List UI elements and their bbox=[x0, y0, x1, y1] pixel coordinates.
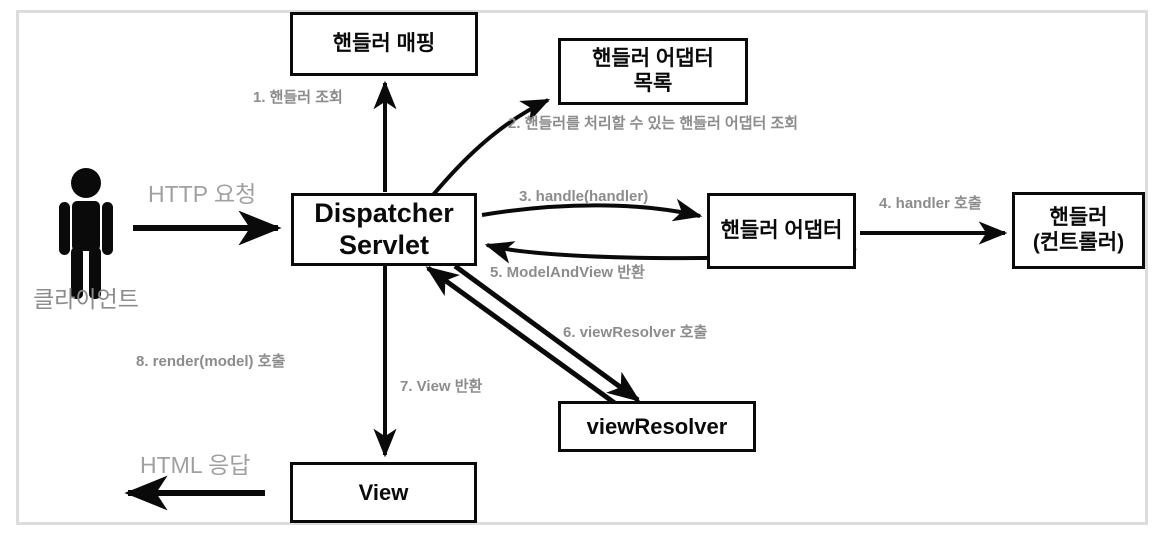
node-view-resolver[interactable]: viewResolver bbox=[558, 401, 756, 452]
node-handler-controller[interactable]: 핸들러 (컨트롤러) bbox=[1012, 192, 1145, 269]
node-dispatcher-servlet[interactable]: Dispatcher Servlet bbox=[291, 193, 477, 266]
label-http-request: HTTP 요청 bbox=[148, 181, 257, 207]
label-step3: 3. handle(handler) bbox=[519, 188, 649, 205]
label-step4: 4. handler 호출 bbox=[879, 195, 982, 212]
client-label: 클라이언트 bbox=[33, 286, 139, 312]
node-handler-mapping[interactable]: 핸들러 매핑 bbox=[290, 12, 478, 76]
node-handler-adapter-list[interactable]: 핸들러 어댑터 목록 bbox=[558, 38, 748, 105]
node-view[interactable]: View bbox=[290, 462, 477, 523]
client-figure bbox=[48, 167, 124, 300]
label-http-response: HTML 응답 bbox=[140, 452, 251, 478]
label-step8: 8. render(model) 호출 bbox=[136, 353, 286, 370]
label-step6: 6. viewResolver 호출 bbox=[563, 324, 708, 341]
label-step1: 1. 핸들러 조회 bbox=[253, 89, 343, 106]
person-icon bbox=[59, 168, 113, 299]
node-handler-adapter[interactable]: 핸들러 어댑터 bbox=[707, 193, 856, 269]
label-step7: 7. View 반환 bbox=[400, 378, 483, 395]
label-step2: 2. 핸들러를 처리할 수 있는 핸들러 어댑터 조회 bbox=[508, 115, 799, 132]
label-step5: 5. ModelAndView 반환 bbox=[490, 264, 645, 281]
